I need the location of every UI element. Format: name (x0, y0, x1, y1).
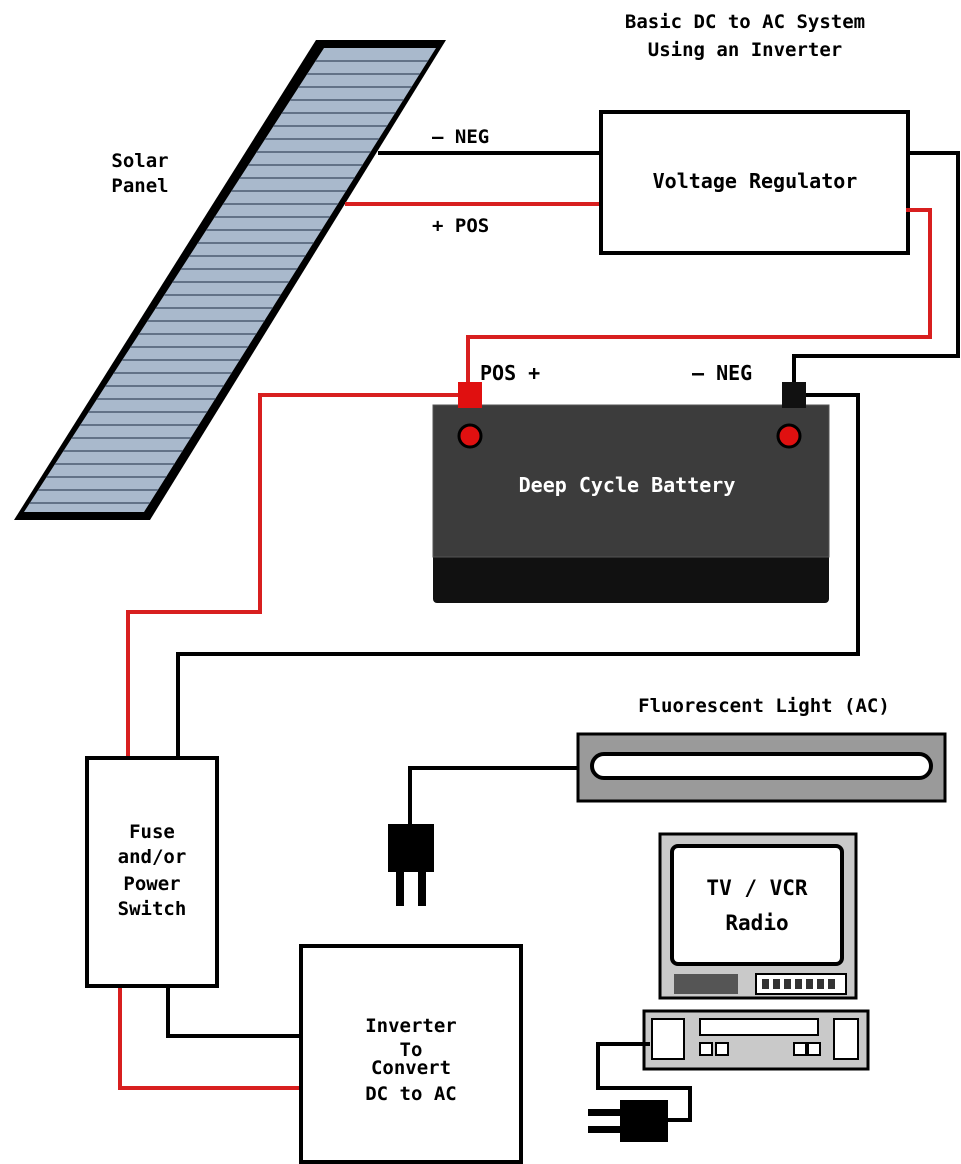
inverter-label-2: To (400, 1039, 423, 1061)
battery-negative-post (782, 382, 806, 408)
battery-positive-terminal (457, 423, 483, 449)
solar-panel (14, 40, 446, 520)
battery-to-fuse-negative-wire (176, 393, 860, 760)
inverter-label-3: Convert (371, 1057, 451, 1079)
fuse-label-3: Power (123, 873, 180, 895)
tv-control-button (784, 979, 791, 989)
fluorescent-light (576, 732, 947, 803)
tv-control-button (773, 979, 780, 989)
vcr-button-4 (807, 1042, 821, 1056)
tv-control-button (795, 979, 802, 989)
title-line-1: Basic DC to AC System (625, 11, 865, 33)
regulator-negative-wire (792, 151, 960, 385)
fuse-label-2: and/or (118, 846, 187, 868)
solar-panel-cells (29, 60, 428, 504)
fuse-to-inverter-positive-wire (118, 986, 302, 1090)
light-tube (590, 752, 933, 780)
vcr-panel-left (651, 1018, 685, 1060)
light-cord (408, 766, 578, 826)
tv-buttons (762, 979, 835, 989)
battery-negative-terminal (776, 423, 802, 449)
fuse-switch-box (85, 756, 219, 988)
tv-icon (658, 832, 858, 1000)
panel-positive-label: + POS (432, 215, 489, 237)
vcr-button-3 (793, 1042, 807, 1056)
inverter-label-1: Inverter (365, 1015, 457, 1037)
battery-positive-post (458, 382, 482, 408)
tv-control-button (762, 979, 769, 989)
solar-panel-surface (24, 48, 436, 512)
inverter-box (299, 944, 523, 1164)
battery-to-fuse-positive-wire (126, 393, 460, 760)
vcr-icon (642, 1009, 870, 1071)
fuse-label-4: Switch (118, 898, 187, 920)
solar-panel-label-1: Solar (111, 150, 168, 172)
tv-cord (596, 1042, 692, 1122)
fuse-to-inverter-negative-wire (166, 986, 302, 1038)
tv-plug-icon (588, 1100, 668, 1142)
vcr-button-1 (699, 1042, 713, 1056)
light-plug-icon (388, 824, 434, 906)
tv-label-1: TV / VCR (706, 876, 808, 900)
fluorescent-light-label: Fluorescent Light (AC) (638, 695, 890, 717)
tv-screen (670, 844, 844, 966)
voltage-regulator-box (599, 110, 910, 255)
panel-negative-label: – NEG (432, 126, 489, 148)
battery-body (432, 404, 830, 558)
vcr-display (699, 1018, 819, 1036)
battery-positive-label: POS + (480, 361, 540, 385)
inverter-label-4: DC to AC (365, 1083, 457, 1105)
battery-negative-label: – NEG (692, 361, 752, 385)
solar-panel-label-2: Panel (111, 175, 168, 197)
deep-cycle-battery (432, 382, 830, 603)
fuse-label-1: Fuse (129, 821, 175, 843)
battery-label: Deep Cycle Battery (519, 473, 736, 497)
regulator-positive-wire (466, 208, 932, 392)
vcr-button-2 (715, 1042, 729, 1056)
tv-control-button (806, 979, 813, 989)
tv-control-button (817, 979, 824, 989)
voltage-regulator-label: Voltage Regulator (653, 169, 858, 193)
tv-speaker (674, 974, 738, 994)
tv-control-button (828, 979, 835, 989)
tv-label-2: Radio (725, 911, 788, 935)
title-line-2: Using an Inverter (648, 39, 842, 61)
vcr-panel-right (833, 1018, 859, 1060)
